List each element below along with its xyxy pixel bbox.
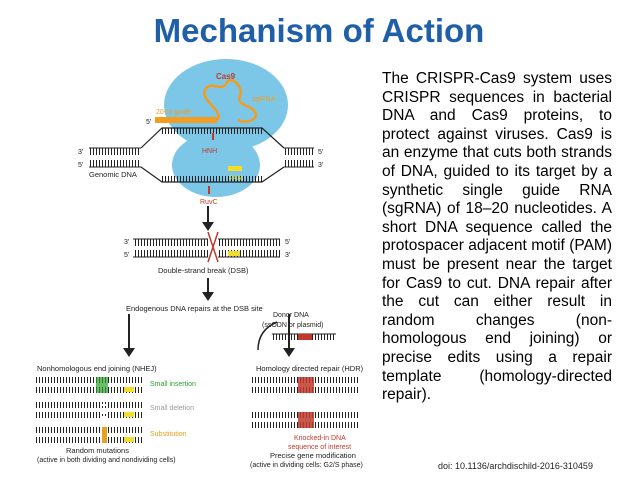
ruvc-label: RuvC [200,199,218,206]
svg-text:sequence of interest: sequence of interest [288,444,351,451]
dsb-dna: 3' 5' 5' 3' Double-strand break (DSB) [124,231,290,275]
genomic-dna-bottom-right [284,160,314,167]
cas9-lobe-bottom [172,133,260,197]
svg-text:3': 3' [78,149,83,156]
svg-text:3': 3' [124,239,129,246]
flow-arrows: Endogenous DNA repairs at the DSB site [123,206,295,357]
small-deletion-label: Small deletion [150,405,194,412]
sgrna-scaffold [203,79,258,123]
genomic-dna-bottom-left [89,160,141,167]
svg-text:Random mutations: Random mutations [66,446,129,455]
svg-text:(active in both dividing and n: (active in both dividing and nondividing… [37,457,176,464]
donor-dna: Donor DNA (ssODN or plasmid) [262,312,336,340]
bubble-top-strand [162,128,262,134]
nhej-label: Nonhomologous end joining (NHEJ) [37,364,157,373]
page-title: Mechanism of Action [153,12,485,49]
svg-text:(active in dividing cells: G2/: (active in dividing cells: G2/S phase) [250,462,363,469]
svg-text:5': 5' [146,119,151,126]
dsb-pam [228,251,240,256]
nhej-panel: Nonhomologous end joining (NHEJ) Small i… [34,364,196,464]
substitution-label: Substitution [150,431,187,438]
svg-text:(ssODN or plasmid): (ssODN or plasmid) [262,322,323,329]
hnh-label: HNH [202,148,217,155]
hdr-panel: Homology directed repair (HDR) Knocked-i… [250,364,364,469]
svg-text:3': 3' [285,252,290,259]
dsb-label: Double-strand break (DSB) [158,266,249,275]
pam-label: PAM [229,175,243,182]
svg-text:5': 5' [285,239,290,246]
citation: doi: 10.1136/archdischild-2016-310459 [438,461,593,471]
cut-mark-icon [207,231,219,263]
genomic-dna-label: Genomic DNA [89,170,137,179]
genomic-dna-top-right [284,148,314,155]
svg-text:Donor DNA: Donor DNA [273,312,309,319]
svg-text:Precise gene modification: Precise gene modification [270,451,356,460]
cas9-label: Cas9 [216,72,236,81]
svg-text:5': 5' [124,252,129,259]
pam-mark [228,166,242,171]
genomic-dna-top-left [89,148,141,155]
description-text: The CRISPR-Cas9 system uses CRISPR seque… [382,70,612,404]
cas9-complex: Cas9 sgRNA 20-nt guide 5' HNH PAM RuvC G… [78,59,323,206]
guide-rna-bar [155,117,217,123]
bubble-bottom-strand [162,176,262,182]
svg-text:3': 3' [318,162,323,169]
svg-text:5': 5' [78,162,83,169]
guide-label: 20-nt guide [156,109,191,116]
hdr-label: Homology directed repair (HDR) [256,364,364,373]
endogenous-label: Endogenous DNA repairs at the DSB site [126,304,263,313]
svg-text:5': 5' [318,149,323,156]
svg-text:Knocked-in DNA: Knocked-in DNA [294,435,346,442]
small-insertion-label: Small insertion [150,381,196,388]
sgrna-label: sgRNA [252,94,276,103]
